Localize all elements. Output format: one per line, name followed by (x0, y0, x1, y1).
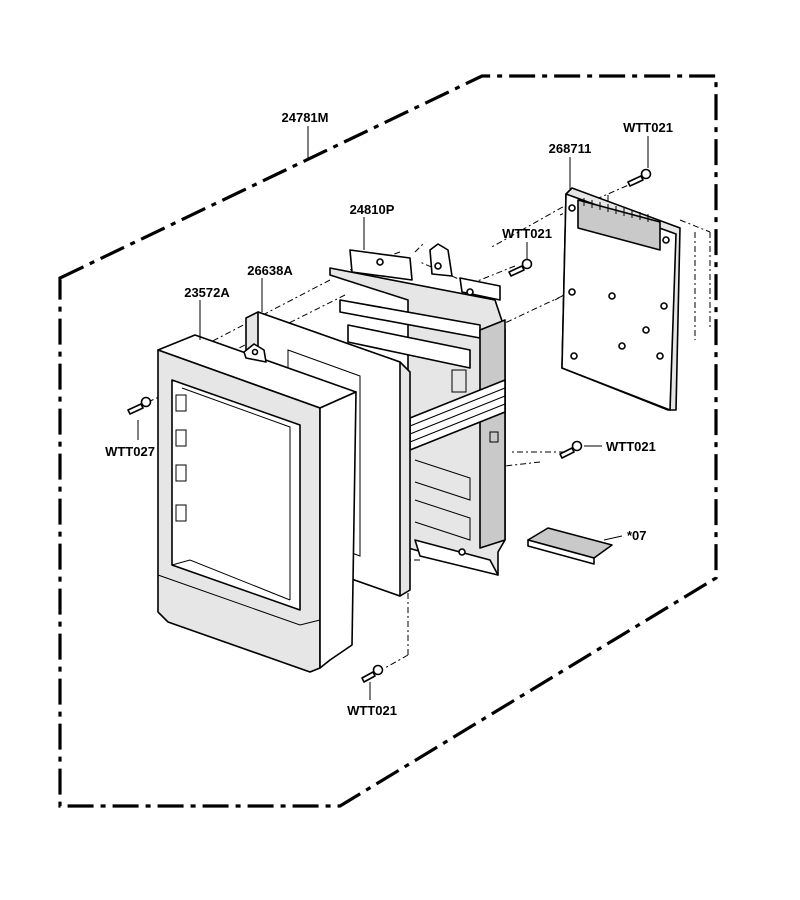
circuit-board (561, 187, 681, 411)
screw-board-top (627, 168, 652, 187)
label-board: 268711 (549, 141, 592, 156)
outer-frame (157, 334, 357, 673)
screw-right (559, 440, 583, 459)
leader-lines (137, 126, 649, 700)
assembly-boundary (58, 74, 718, 808)
label-assembly: 24781M (282, 110, 329, 125)
label-bracket: 24810P (350, 202, 395, 217)
label-screw-bottom: WTT021 (347, 703, 397, 718)
label-screw-board-top: WTT021 (623, 120, 673, 135)
connector-pins (583, 198, 649, 222)
label-screw-right: WTT021 (606, 439, 656, 454)
label-panel: 26638A (247, 263, 293, 278)
screw-bottom (361, 664, 384, 683)
bracket-chassis (329, 243, 506, 576)
screw-bracket (508, 258, 533, 277)
adhesive-pad (527, 527, 613, 565)
label-frame: 23572A (184, 285, 230, 300)
label-screw-left: WTT027 (105, 444, 155, 459)
label-pad: *07 (627, 528, 647, 543)
label-screw-bracket: WTT021 (502, 226, 552, 241)
screw-left (127, 396, 152, 415)
